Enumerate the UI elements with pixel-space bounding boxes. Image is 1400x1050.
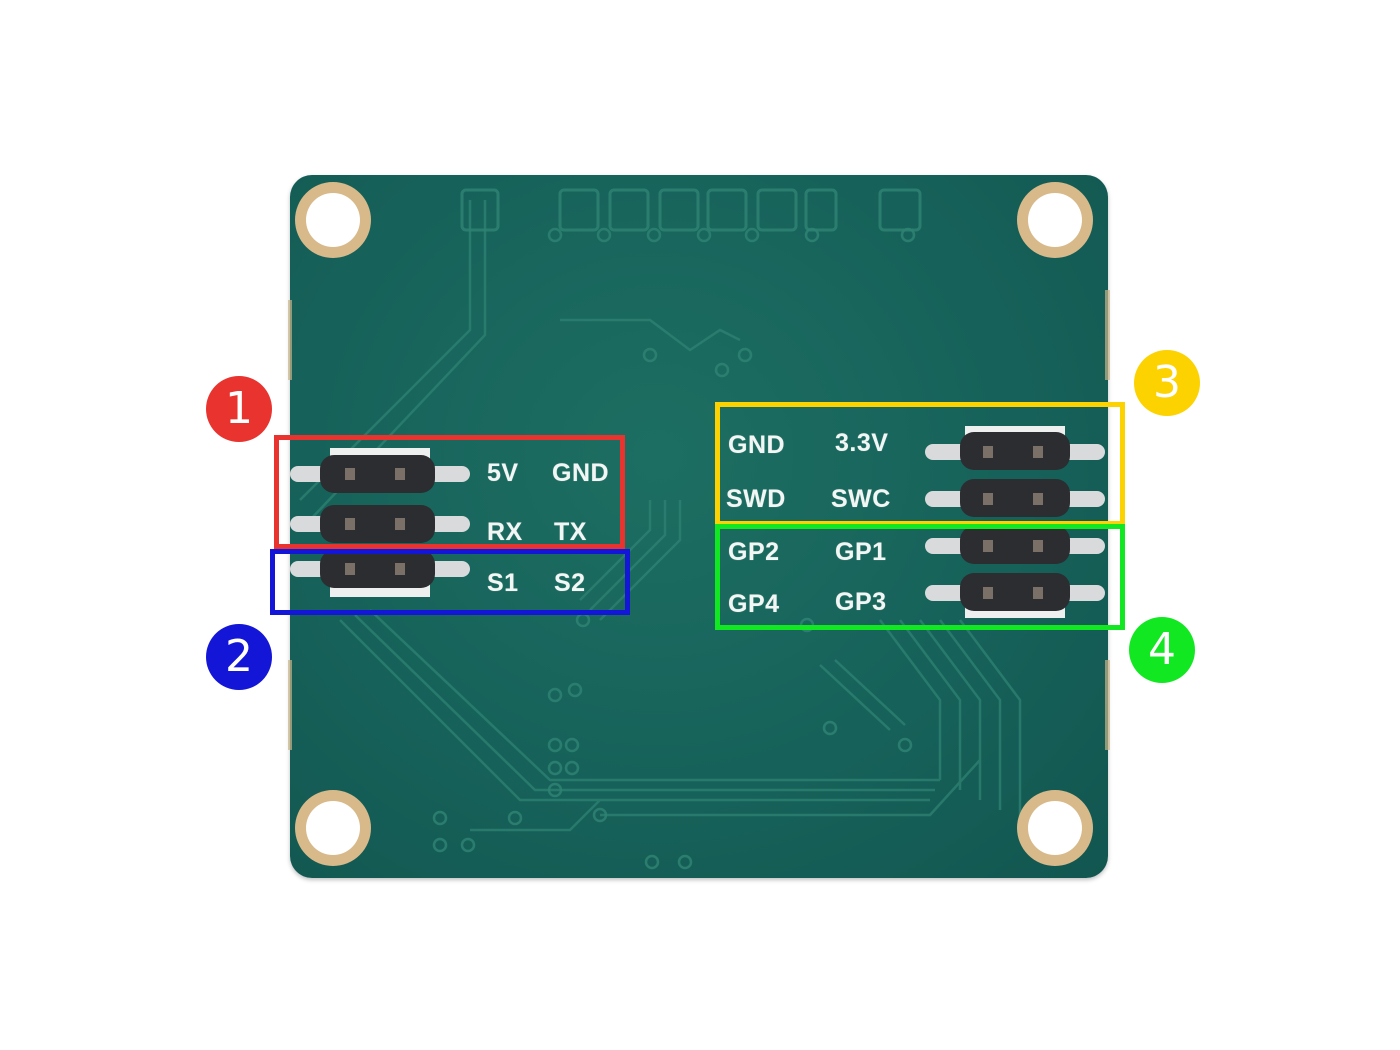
highlight-box-3: [715, 402, 1125, 526]
mounting-holes: [295, 182, 1093, 866]
silk-label-tx: TX: [554, 518, 587, 546]
left-pin-header: [290, 448, 470, 597]
silk-label-gnd-right: GND: [728, 431, 786, 459]
silk-label-5v: 5V: [487, 459, 519, 487]
highlight-box-1: [274, 435, 625, 549]
right-header-row-3: [925, 526, 1105, 564]
silk-label-gnd-left: GND: [552, 459, 610, 487]
callout-badge-4: 4: [1129, 617, 1195, 683]
silk-label-gp2: GP2: [728, 538, 780, 566]
silk-label-gp4: GP4: [728, 590, 780, 618]
edge-castellations: [288, 290, 1110, 750]
callout-badge-2: 2: [206, 624, 272, 690]
callout-badge-3: 3: [1134, 350, 1200, 416]
right-header-row-1: [925, 432, 1105, 470]
silk-label-swd: SWD: [726, 485, 786, 513]
silk-label-s2: S2: [554, 569, 586, 597]
right-header-row-4: [925, 573, 1105, 611]
top-edge-pads: [460, 188, 922, 232]
right-pin-header: [925, 426, 1105, 618]
callout-badge-1: 1: [206, 376, 272, 442]
left-header-row-2: [290, 505, 470, 543]
silk-label-gp3: GP3: [835, 588, 887, 616]
silk-label-3v3: 3.3V: [835, 429, 889, 457]
left-header-row-1: [290, 455, 470, 493]
silk-label-gp1: GP1: [835, 538, 887, 566]
highlight-box-2: [270, 549, 630, 615]
silk-label-s1: S1: [487, 569, 519, 597]
vias: [432, 227, 916, 870]
silk-label-rx: RX: [487, 518, 523, 546]
highlight-box-4: [715, 524, 1125, 630]
right-header-row-2: [925, 479, 1105, 517]
silk-label-swc: SWC: [831, 485, 891, 513]
left-header-row-3: [290, 550, 470, 588]
